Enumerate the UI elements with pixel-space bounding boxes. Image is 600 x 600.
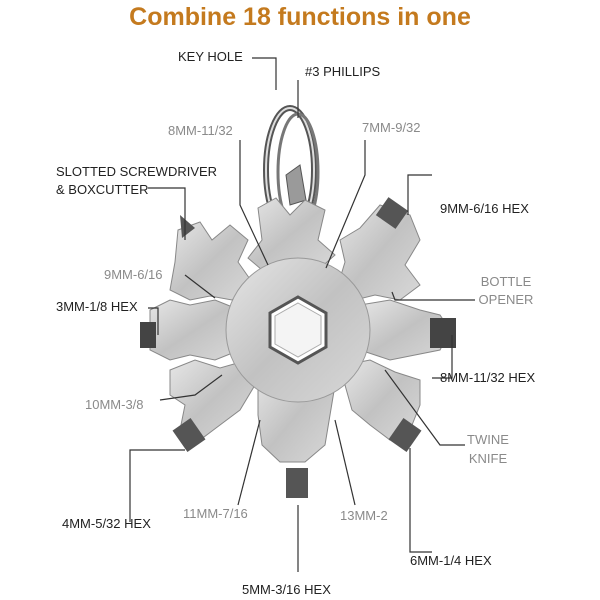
leader-9mm-hex [407, 174, 432, 215]
label-8mm-11-32-hex: 8MM-11/32 HEX [440, 370, 536, 385]
leader-11mm [237, 419, 261, 506]
leader-6mm [409, 448, 432, 553]
leader-13mm [334, 419, 356, 506]
label-8mm-11-32-top: 8MM-11/32 [168, 123, 233, 138]
label-slotted-screwdriver: SLOTTED SCREWDRIVER [56, 164, 218, 179]
leader-7mm [325, 140, 366, 269]
label-boxcutter: & BOXCUTTER [56, 182, 149, 197]
leader-lines [129, 57, 475, 572]
label-10mm-3-8: 10MM-3/8 [85, 397, 144, 412]
leader-twine [384, 369, 465, 446]
label-twine: TWINE [467, 432, 509, 447]
label-6mm-1-4-hex: 6MM-1/4 HEX [410, 553, 492, 568]
leader-4mm [129, 449, 185, 522]
label-phillips: #3 PHILLIPS [305, 64, 381, 79]
label-4mm-5-32-hex: 4MM-5/32 HEX [62, 516, 151, 531]
leader-8mm-top [239, 140, 269, 266]
leader-9mm [184, 274, 216, 299]
label-9mm-6-16: 9MM-6/16 [104, 267, 163, 282]
label-5mm-3-16-hex: 5MM-3/16 HEX [242, 582, 331, 597]
leader-10mm [159, 374, 223, 401]
label-bottle: BOTTLE [480, 274, 532, 289]
leader-3mm [148, 307, 159, 335]
label-9mm-6-16-hex: 9MM-6/16 HEX [440, 201, 529, 216]
snowflake-tool [140, 197, 456, 498]
label-knife: KNIFE [468, 451, 508, 466]
leader-slotted [148, 187, 186, 240]
label-13mm-2: 13MM-2 [340, 508, 388, 523]
leader-8mm-hex [432, 335, 453, 379]
label-11mm-7-16: 11MM-7/16 [183, 506, 248, 521]
leader-key-hole [252, 57, 277, 90]
leader-bottle [391, 291, 475, 301]
page-title: Combine 18 functions in one [129, 3, 471, 31]
label-opener: OPENER [478, 292, 534, 307]
label-7mm-9-32: 7MM-9/32 [362, 120, 421, 135]
label-key-hole: KEY HOLE [178, 49, 243, 64]
label-3mm-1-8-hex: 3MM-1/8 HEX [56, 299, 138, 314]
